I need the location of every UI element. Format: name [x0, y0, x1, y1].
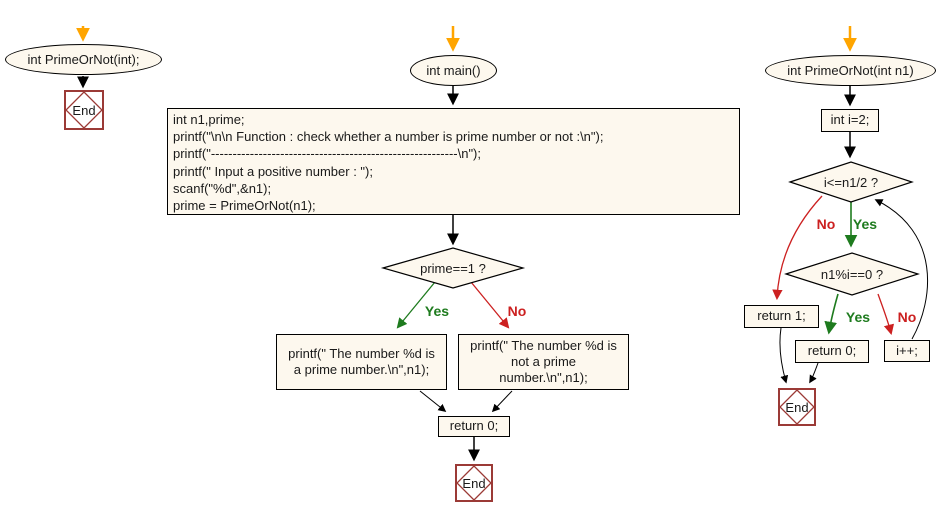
end-diamond-icon: [66, 92, 102, 128]
decision-label-prime: prime==1 ?: [420, 260, 486, 276]
start-label-declaration: int PrimeOrNot(int);: [27, 52, 140, 67]
no-branch-label-main: No: [507, 303, 527, 319]
arrow-increment-to-loop: [874, 199, 929, 340]
end-diamond-icon: [780, 390, 814, 424]
yes-branch-label-mod: Yes: [845, 309, 871, 325]
end-node-main: End: [455, 464, 493, 502]
start-ellipse-func: int PrimeOrNot(int n1): [765, 55, 936, 86]
end-label-func: End: [785, 399, 809, 415]
arrow-return1-to-end: [779, 327, 789, 384]
end-label-declaration: End: [72, 102, 96, 118]
code-line: printf("--------------------------------…: [173, 146, 482, 162]
printf-not-prime-box: printf(" The number %d is not a prime nu…: [458, 334, 629, 390]
start-label-main: int main(): [426, 63, 481, 78]
arrow-yes-mod: [824, 293, 839, 335]
return0-box-main: return 0;: [438, 416, 510, 437]
arrow-yes-main: [396, 281, 436, 329]
arrow-return0-to-end-func: [809, 362, 819, 384]
start-label-func: int PrimeOrNot(int n1): [787, 63, 914, 78]
init-box: int i=2;: [821, 109, 879, 132]
increment-box: i++;: [884, 340, 930, 362]
start-ellipse-main: int main(): [410, 55, 497, 86]
no-branch-label-mod: No: [897, 309, 917, 325]
end-node-declaration: End: [64, 90, 104, 130]
decision-diamond-mod: [784, 252, 920, 296]
decision-diamond-prime: [380, 247, 526, 289]
end-diamond-icon: [457, 466, 491, 500]
decision-label-mod: n1%i==0 ?: [820, 266, 884, 282]
end-label-main: End: [462, 475, 486, 491]
return0-box-func: return 0;: [795, 340, 869, 363]
start-ellipse-declaration: int PrimeOrNot(int);: [5, 44, 162, 75]
printf-prime-box: printf(" The number %d is a prime number…: [276, 334, 447, 390]
return1-box: return 1;: [744, 305, 819, 328]
no-branch-label-loop: No: [816, 216, 836, 232]
end-node-func: End: [778, 388, 816, 426]
yes-branch-label-main: Yes: [424, 303, 450, 319]
code-line: int n1,prime;: [173, 112, 245, 127]
arrow-no-mod: [877, 293, 895, 336]
decision-diamond-loop: [788, 161, 914, 203]
code-line: printf(" Input a positive number : ");: [173, 163, 373, 179]
decision-label-loop: i<=n1/2 ?: [823, 174, 879, 190]
arrow-no-main: [470, 281, 510, 329]
yes-branch-label-loop: Yes: [852, 216, 878, 232]
arrow-printfno-to-return: [491, 390, 513, 413]
arrow-printfyes-to-return: [419, 390, 447, 412]
code-line: prime = PrimeOrNot(n1);: [173, 198, 316, 214]
main-code-box: int n1,prime; printf("\n\n Function : ch…: [167, 108, 740, 215]
code-line: scanf("%d",&n1);: [173, 180, 272, 196]
arrow-no-loop: [772, 195, 823, 301]
code-line: printf("\n\n Function : check whether a …: [173, 129, 604, 145]
